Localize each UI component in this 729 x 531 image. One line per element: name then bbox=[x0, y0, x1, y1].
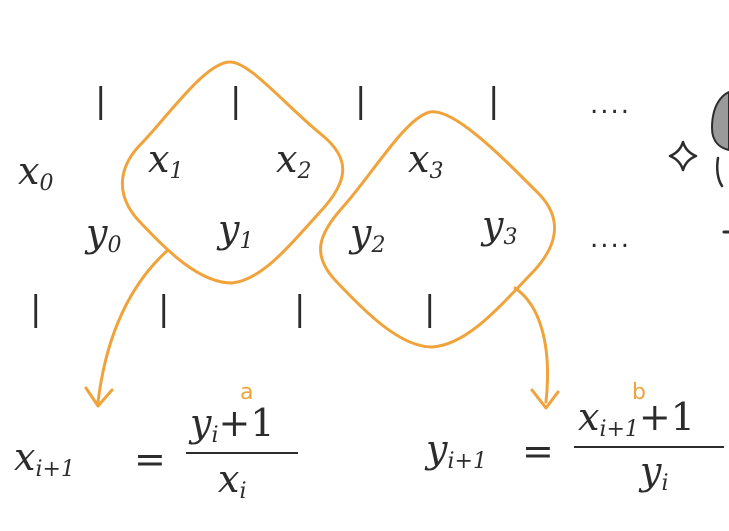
formula-a-numerator: yi+1 bbox=[190, 401, 275, 448]
formula-a-lhs: xi+1 bbox=[14, 435, 75, 482]
tick-bottom-3: | bbox=[294, 289, 306, 329]
tick-top-1: | bbox=[95, 81, 107, 121]
diamond-outline-a bbox=[120, 60, 345, 285]
formula-a-denominator: xi bbox=[218, 457, 247, 504]
ellipsis-top: .... bbox=[590, 90, 632, 120]
node-y1: y1 bbox=[218, 207, 254, 254]
tick-bottom-2: | bbox=[158, 289, 170, 329]
tick-bottom-1: | bbox=[30, 289, 42, 329]
arrow-b bbox=[513, 286, 550, 404]
tick-bottom-4: | bbox=[424, 289, 436, 329]
tick-top-3: | bbox=[355, 81, 367, 121]
node-y0: y0 bbox=[86, 211, 122, 258]
arrow-a bbox=[96, 248, 170, 404]
formula-b-numerator: xi+1+1 bbox=[578, 395, 695, 442]
formula-b-tag: b bbox=[632, 380, 646, 405]
tick-top-2: | bbox=[230, 81, 242, 121]
formula-b-denominator: yi bbox=[640, 449, 669, 496]
formula-a-tag: a bbox=[240, 380, 254, 405]
formula-b-equals: = bbox=[522, 429, 554, 473]
node-x1: x1 bbox=[148, 137, 184, 184]
partial-figure-stroke bbox=[715, 156, 724, 188]
tick-top-4: | bbox=[488, 81, 500, 121]
diamond-outline-b bbox=[319, 110, 556, 349]
arrow-b-head bbox=[530, 388, 560, 410]
formula-b-lhs: yi+1 bbox=[426, 427, 487, 474]
node-x2: x2 bbox=[276, 137, 312, 184]
sparkle-icon bbox=[668, 140, 698, 172]
arrow-a-head bbox=[84, 386, 114, 408]
formula-a-fraction-bar bbox=[186, 452, 298, 454]
node-x3: x3 bbox=[408, 137, 444, 184]
formula-b-fraction-bar bbox=[574, 446, 724, 448]
node-x0: x0 bbox=[18, 149, 54, 196]
node-y3: y3 bbox=[482, 203, 518, 250]
partial-figure bbox=[710, 90, 729, 152]
node-y2: y2 bbox=[350, 211, 386, 258]
formula-a-equals: = bbox=[134, 437, 166, 481]
ellipsis-middle: .... bbox=[590, 224, 632, 254]
